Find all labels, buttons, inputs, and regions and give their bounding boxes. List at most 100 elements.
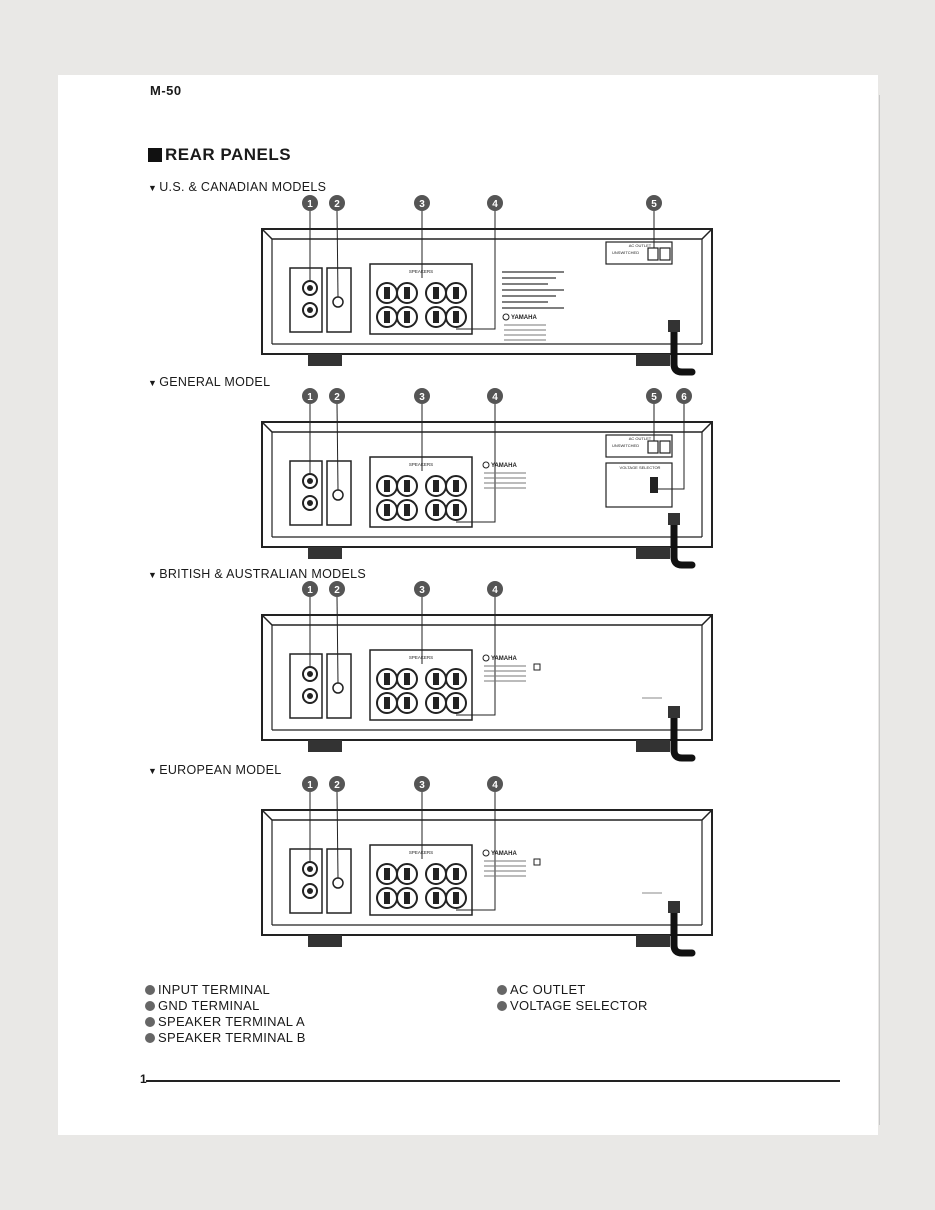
leader-line-2 — [336, 791, 339, 879]
binding-post-core — [453, 673, 459, 685]
gnd-screw — [332, 489, 344, 501]
binding-post-core — [433, 287, 439, 299]
triangle-icon: ▼ — [148, 766, 158, 776]
callout-3-icon — [145, 1017, 155, 1027]
binding-post-core — [404, 311, 410, 323]
model-code: M-50 — [150, 83, 182, 98]
binding-post-core — [404, 480, 410, 492]
voltage-switch — [650, 477, 658, 493]
callout-circle — [487, 581, 503, 597]
binding-post-core — [384, 480, 390, 492]
brand-name: YAMAHA — [511, 315, 537, 321]
model-heading-british: ▼BRITISH & AUSTRALIAN MODELS — [148, 567, 366, 581]
leader-line-2 — [336, 403, 339, 491]
legend-item: INPUT TERMINAL — [145, 982, 306, 998]
binding-post-core — [433, 868, 439, 880]
power-cord — [670, 907, 696, 957]
callout-number: 1 — [307, 780, 313, 791]
input-terminal-plate — [289, 653, 323, 719]
cord-strain-relief — [668, 901, 680, 913]
leader-line-4 — [456, 404, 496, 523]
input-terminal-plate — [289, 848, 323, 914]
leader-line-4 — [456, 597, 496, 716]
callout-1-icon: 1 — [302, 195, 318, 211]
callout-circle — [302, 776, 318, 792]
callout-number: 3 — [419, 392, 425, 403]
binding-post-core — [453, 697, 459, 709]
callout-circle — [414, 195, 430, 211]
chassis-bevel-top — [261, 809, 713, 821]
speakers-label: SPEAKERS — [409, 655, 433, 660]
right-foot — [636, 740, 670, 752]
page-number: 1 — [140, 1072, 147, 1086]
triangle-icon: ▼ — [148, 183, 158, 193]
callout-number: 2 — [334, 780, 340, 791]
binding-post-core — [433, 311, 439, 323]
power-cord — [670, 326, 696, 376]
binding-post-core — [384, 287, 390, 299]
binding-post-core — [433, 892, 439, 904]
callout-5-icon: 5 — [646, 388, 662, 404]
callout-number: 4 — [492, 585, 498, 596]
triangle-icon: ▼ — [148, 378, 158, 388]
callout-circle — [414, 776, 430, 792]
voltage-selector-label: VOLTAGE SELECTOR — [620, 465, 661, 470]
left-foot — [308, 740, 342, 752]
binding-post-core — [384, 697, 390, 709]
binding-post-core — [453, 480, 459, 492]
callout-3-icon: 3 — [414, 581, 430, 597]
brand-name: YAMAHA — [491, 463, 517, 469]
leader-line-4 — [456, 211, 496, 330]
legend-item: AC OUTLET — [497, 982, 648, 998]
input-jack-top-core — [307, 285, 313, 291]
unswitched-label: UNSWITCHED — [612, 250, 639, 255]
speakers-label: SPEAKERS — [409, 462, 433, 467]
leader-line-4 — [456, 792, 496, 911]
section-title-text: REAR PANELS — [165, 145, 292, 164]
leader-line-2 — [336, 596, 339, 684]
binding-post-core — [384, 673, 390, 685]
section-square-icon — [148, 148, 162, 162]
model-heading-general: ▼GENERAL MODEL — [148, 375, 271, 389]
callout-3-icon: 3 — [414, 195, 430, 211]
legend-item: VOLTAGE SELECTOR — [497, 998, 648, 1014]
right-foot — [636, 354, 670, 366]
callout-circle — [487, 776, 503, 792]
yamaha-logo-icon — [502, 313, 510, 321]
callout-1-icon: 1 — [302, 581, 318, 597]
voltage-selector-plate — [605, 462, 673, 508]
legend-left: INPUT TERMINAL GND TERMINAL SPEAKER TERM… — [145, 982, 306, 1046]
callout-circle — [329, 388, 345, 404]
callout-number: 6 — [681, 392, 687, 403]
input-terminal-plate — [289, 460, 323, 526]
callout-2-icon: 2 — [329, 195, 345, 211]
binding-post-core — [453, 892, 459, 904]
callout-circle — [329, 776, 345, 792]
legend-right: AC OUTLET VOLTAGE SELECTOR — [497, 982, 648, 1014]
callout-6-icon — [497, 1001, 507, 1011]
left-foot — [308, 547, 342, 559]
speakers-label: SPEAKERS — [409, 269, 433, 274]
binding-post-core — [384, 868, 390, 880]
legend-item: SPEAKER TERMINAL A — [145, 1014, 306, 1030]
input-terminal-plate — [289, 267, 323, 333]
callout-4-icon: 4 — [487, 581, 503, 597]
cord-strain-relief — [668, 320, 680, 332]
binding-post-core — [404, 697, 410, 709]
footer-rule — [146, 1080, 840, 1082]
callout-2-icon: 2 — [329, 388, 345, 404]
callout-6-icon: 6 — [676, 388, 692, 404]
gnd-screw — [332, 296, 344, 308]
left-foot — [308, 935, 342, 947]
speakers-label: SPEAKERS — [409, 850, 433, 855]
callout-5-icon: 5 — [646, 195, 662, 211]
binding-post-core — [404, 287, 410, 299]
legend-item: SPEAKER TERMINAL B — [145, 1030, 306, 1046]
binding-post-core — [384, 504, 390, 516]
input-jack-bottom-core — [307, 888, 313, 894]
ac-socket-right — [659, 440, 671, 454]
